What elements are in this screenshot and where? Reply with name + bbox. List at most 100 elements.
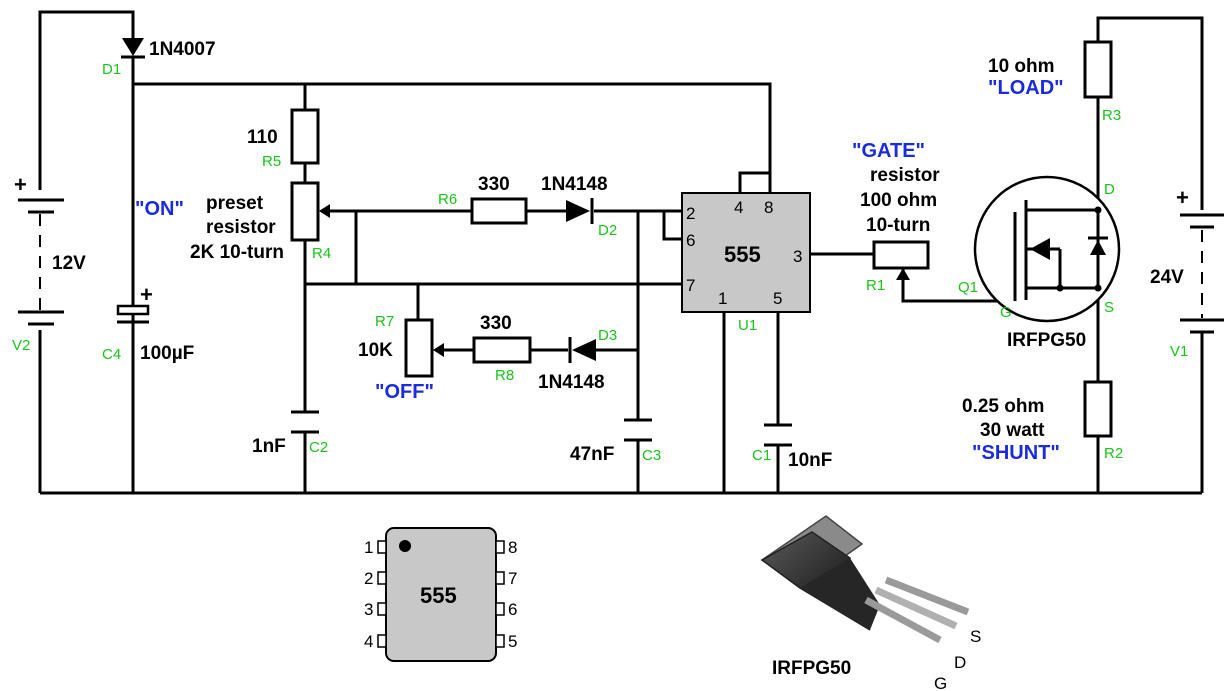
pinout-left-4: 4 [364,632,373,651]
c1-value: 10nF [788,450,832,471]
resistor-r2 [1083,380,1113,438]
pinout-left-2: 2 [364,569,373,588]
package-pin-g: G [934,674,947,691]
q1-value: IRFPG50 [1007,330,1086,351]
q1-pin-g: G [1000,304,1012,321]
wire-pin4-pin8 [738,171,772,193]
r6-value: 330 [478,174,510,195]
q1-designator: Q1 [958,279,978,296]
r7-value: 10K [358,340,393,361]
r3-designator: R3 [1102,107,1121,124]
r8-value: 330 [480,313,512,334]
battery-v2 [18,198,64,326]
r1-line3: 10-turn [866,215,930,236]
u1-designator: U1 [738,317,757,334]
package-label: IRFPG50 [772,658,851,679]
wire-v2-top [38,10,135,190]
d1-designator: D1 [102,61,121,78]
wire-top-rail [133,82,772,173]
wire-v1-top [1096,16,1204,210]
v2-plus: + [14,172,27,197]
r5-designator: R5 [262,153,281,170]
c4-value: 100µF [140,343,194,364]
wire-pin2-pin6 [662,211,682,241]
resistor-r6 [470,197,528,225]
u1-pin1: 1 [718,289,727,308]
diode-d1 [121,38,145,59]
diode-d2 [566,198,594,224]
r6-designator: R6 [438,191,457,208]
capacitor-c1 [764,423,792,447]
r3-tag: "LOAD" [988,77,1064,99]
r4-line2: resistor [206,217,276,238]
capacitor-c3 [624,418,652,442]
r7-designator: R7 [375,313,394,330]
q1-pin-s: S [1104,299,1114,316]
diode-d3 [568,337,596,363]
resistor-r7 [404,318,434,378]
resistor-r4 [290,181,320,242]
c3-value: 47nF [570,444,614,465]
c4-designator: C4 [102,346,121,363]
capacitor-c2 [291,410,319,434]
pinout-left-3: 3 [364,600,373,619]
resistor-r3 [1083,40,1113,99]
r4-wiper-arrow [319,204,330,218]
pinout-right-5: 5 [508,632,517,651]
package-pin-d: D [954,653,966,672]
r1-line1: resistor [870,165,940,186]
d2-value: 1N4148 [541,174,608,195]
wires [38,10,1204,495]
r1-wiper-arrow [896,268,910,280]
u1-pin2: 2 [686,204,695,223]
ic-555-pinout [377,527,505,662]
r4-designator: R4 [312,245,331,262]
pinout-right-8: 8 [508,538,517,557]
package-pin-s: S [970,627,981,646]
u1-pin3: 3 [793,247,802,266]
resistor-r1 [872,240,930,270]
d3-value: 1N4148 [538,372,605,393]
r8-designator: R8 [495,367,514,384]
c2-value: 1nF [252,436,286,457]
r7-tag: "OFF" [375,381,434,403]
d3-designator: D3 [598,327,617,344]
resistor-r8 [472,336,532,364]
r2-tag: "SHUNT" [972,442,1060,464]
pinout-right-7: 7 [508,569,517,588]
mosfet-q1 [973,175,1121,323]
pinout-label: 555 [420,583,457,608]
r2-designator: R2 [1104,445,1123,462]
c3-designator: C3 [642,447,661,464]
d1-value: 1N4007 [149,39,216,60]
u1-pin8: 8 [764,198,773,217]
u1-pin6: 6 [686,231,695,250]
q1-pin-d: D [1104,181,1115,198]
r4-tag: "ON" [135,198,184,220]
ic-u1-555 [681,192,811,313]
pinout-right-6: 6 [508,600,517,619]
u1-label: 555 [724,242,761,267]
u1-pin5: 5 [773,289,782,308]
c2-designator: C2 [309,439,328,456]
d2-designator: D2 [598,222,617,239]
u1-pin4: 4 [734,198,743,217]
v1-designator: V1 [1170,343,1188,360]
c4-plus: + [140,282,153,307]
resistor-r5 [290,108,320,165]
v2-designator: V2 [12,337,30,354]
r1-designator: R1 [866,277,885,294]
r7-wiper-arrow [433,343,444,357]
u1-pin7: 7 [686,276,695,295]
r2-line2: 30 watt [980,420,1045,441]
capacitor-c4 [116,304,150,324]
mosfet-package-to247 [760,515,970,644]
v1-value: 24V [1150,267,1184,288]
r3-value: 10 ohm [988,56,1055,77]
r4-line3: 2K 10-turn [190,242,284,263]
c1-designator: C1 [752,447,771,464]
battery-v1 [1180,213,1224,334]
r1-line2: 100 ohm [860,190,937,211]
v1-plus: + [1176,185,1189,210]
